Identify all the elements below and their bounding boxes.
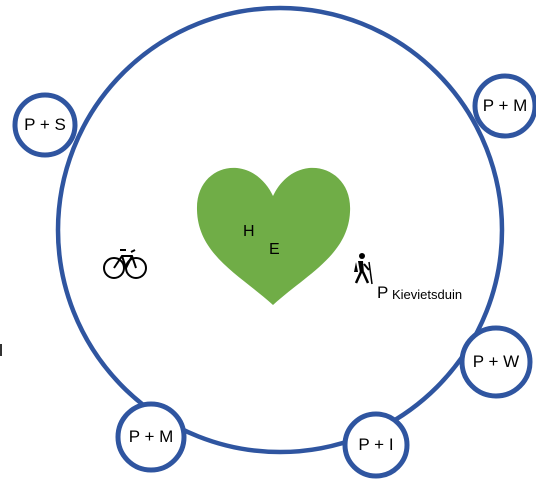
edge-mark [0, 344, 2, 356]
hub-circle-pw [459, 325, 533, 399]
center-letter-e: E [269, 241, 280, 258]
hub-label-ps: P + S [24, 115, 66, 134]
hub-circle-ps [12, 92, 78, 158]
hub-label-pm-top: P + M [482, 96, 528, 115]
hub-circle-pm-top [472, 73, 536, 139]
parking-letter: P [377, 283, 389, 302]
hub-label-pw: P + W [472, 352, 520, 371]
hiker-icon [354, 253, 373, 285]
bicycle-icon [103, 249, 147, 279]
heart-shape [196, 167, 351, 305]
hub-circle-pm-bottom [115, 401, 187, 473]
center-letter-h: H [243, 223, 255, 240]
hub-label-pi: P + I [358, 435, 394, 454]
hub-circle-pi [342, 411, 410, 479]
parking-name: Kievietsduin [392, 287, 463, 302]
hub-label-pm-bottom: P + M [128, 427, 174, 446]
